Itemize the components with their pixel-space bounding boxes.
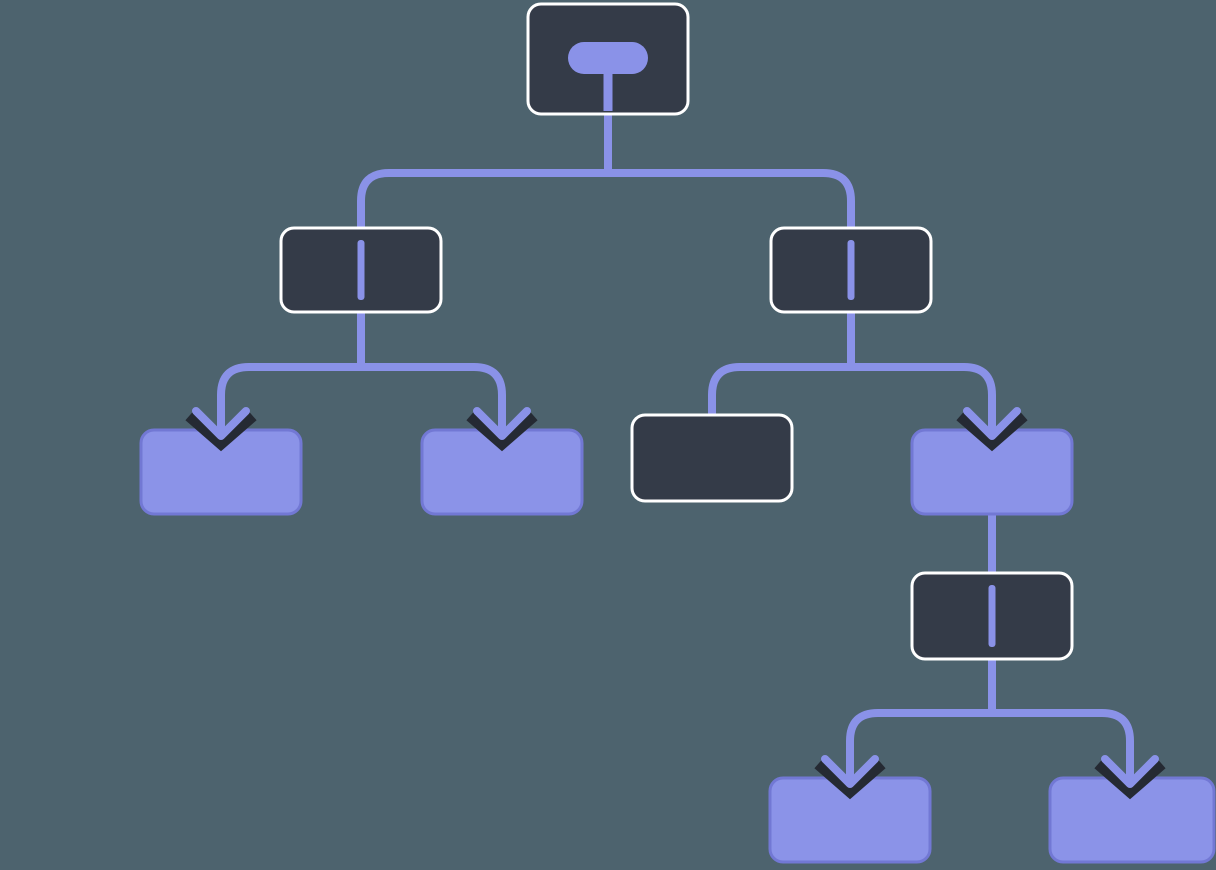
- connector-left-fork: [217, 312, 506, 416]
- arrowhead-icon: [963, 407, 1021, 440]
- connector-layer: [217, 114, 1134, 764]
- split-bar-glyph: [847, 240, 855, 300]
- connector-root-fork: [357, 114, 855, 228]
- drop-arrow-icon: [1094, 748, 1166, 800]
- arrowhead-icon: [473, 407, 531, 440]
- drop-arrow-icon: [466, 400, 538, 452]
- chevron-down-icon: [466, 409, 538, 452]
- arrowhead-icon: [1101, 755, 1159, 788]
- connector-bottom-fork: [846, 659, 1134, 764]
- glyph-layer: [357, 42, 996, 647]
- tree-node-plain-dark[interactable]: [630, 413, 794, 503]
- pill-stem-glyph: [568, 42, 648, 111]
- drop-arrow-icon: [814, 748, 886, 800]
- chevron-down-icon: [956, 409, 1028, 452]
- drop-arrow-icon: [185, 400, 257, 452]
- pill-stem: [603, 70, 613, 111]
- arrowhead-icon: [192, 407, 250, 440]
- connector-right-fork: [708, 312, 996, 416]
- arrowhead-icon: [821, 755, 879, 788]
- split-bar-glyph: [988, 585, 996, 647]
- node-layer: [139, 2, 1216, 864]
- pill-shape: [568, 42, 648, 74]
- drop-arrow-icon: [956, 400, 1028, 452]
- chevron-down-icon: [185, 409, 257, 452]
- split-bar-glyph: [357, 240, 365, 300]
- chevron-down-icon: [814, 757, 886, 800]
- arrow-layer: [185, 400, 1166, 800]
- chevron-down-icon: [1094, 757, 1166, 800]
